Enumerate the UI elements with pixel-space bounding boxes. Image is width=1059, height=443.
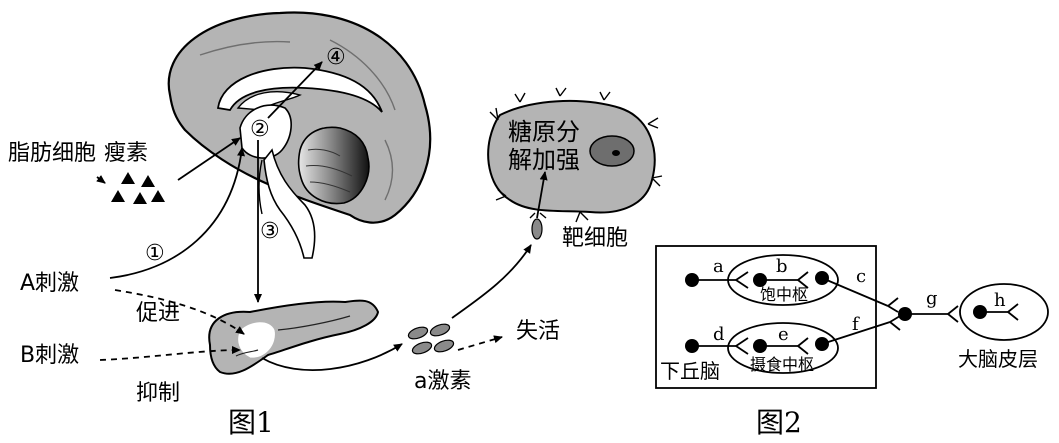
- hormone-a-particle: [411, 340, 433, 356]
- label-hypothalamus: 下丘脑: [660, 359, 720, 383]
- neuron-d-terminal: [736, 338, 748, 354]
- arrow-hormone-inactivate: [458, 337, 502, 350]
- leptin-triangle: [111, 190, 125, 202]
- neuron-a-body: [685, 273, 699, 287]
- hormone-a-particles: [407, 322, 455, 356]
- hormone-a-particle: [407, 325, 429, 341]
- caption-figure-1: 图1: [228, 406, 274, 439]
- neuron-g-terminal: [948, 306, 958, 322]
- bound-hormone: [532, 219, 542, 239]
- neuron-a-terminal: [736, 272, 748, 288]
- brain-illustration: [169, 12, 430, 258]
- letter-b: b: [776, 256, 788, 277]
- label-promote: 促进: [136, 301, 180, 326]
- cerebrum-shape: [169, 12, 430, 222]
- label-adipocyte: 脂肪细胞: [8, 141, 96, 166]
- neuron-c-body: [815, 271, 829, 285]
- neuron-e-body: [753, 339, 767, 353]
- hormone-a-particle: [433, 338, 455, 354]
- figure-2: a b c d e f g h 饱中枢 摄食中枢 下丘脑 大脑皮层 图2: [656, 246, 1048, 439]
- label-target-cell: 靶细胞: [562, 226, 628, 251]
- label-inactivate: 失活: [516, 319, 560, 344]
- neuron-g-body: [898, 307, 912, 321]
- neuron-d-body: [685, 339, 699, 353]
- letter-e: e: [778, 324, 789, 345]
- letter-h: h: [994, 290, 1006, 311]
- cortex-pathway: [888, 284, 1048, 340]
- nucleolus: [612, 150, 620, 156]
- leptin-triangle: [121, 172, 135, 184]
- marker-3: ③: [260, 219, 280, 244]
- label-cortex: 大脑皮层: [958, 347, 1038, 371]
- label-hormone-a: a激素: [414, 369, 471, 394]
- label-glycogen-line-2: 解加强: [508, 146, 580, 174]
- arrow-hormone-to-target: [452, 245, 531, 318]
- neuron-e-terminal: [798, 338, 808, 354]
- letter-g: g: [926, 288, 938, 309]
- label-feeding-center: 摄食中枢: [750, 355, 814, 374]
- caption-figure-2: 图2: [756, 406, 802, 439]
- label-leptin: 瘦素: [104, 141, 148, 166]
- arrow-path-1: [110, 148, 242, 278]
- label-satiety-center: 饱中枢: [760, 285, 808, 304]
- label-glycogen-line-1: 糖原分: [508, 118, 580, 146]
- cell-nucleus: [590, 136, 634, 166]
- letter-c: c: [856, 266, 866, 287]
- marker-4: ④: [326, 45, 346, 70]
- leptin-triangle: [133, 192, 147, 204]
- synapse-f-terminal: [890, 316, 900, 330]
- leptin-particles: [111, 172, 165, 204]
- pancreas-shape: [209, 301, 378, 374]
- letter-d: d: [713, 324, 725, 345]
- neuron-f-body: [815, 337, 829, 351]
- neuron-h-body: [973, 305, 987, 319]
- label-stim-a: A刺激: [20, 271, 79, 296]
- hormone-a-particle: [429, 322, 451, 338]
- leptin-triangle: [151, 190, 165, 202]
- label-inhibit: 抑制: [136, 381, 180, 406]
- arrow-adipocyte-to-leptin: [97, 177, 105, 183]
- pancreas-illustration: [209, 301, 378, 374]
- marker-1: ①: [145, 241, 165, 266]
- leptin-triangle: [141, 175, 155, 187]
- neuron-h-terminal: [1008, 304, 1018, 320]
- label-stim-b: B刺激: [20, 343, 79, 368]
- synapse-c-terminal: [888, 298, 898, 312]
- letter-a: a: [713, 256, 724, 277]
- figure-1: 脂肪细胞 瘦素 A刺激 促进 B刺激 抑制 a激素 失活 靶细胞 糖原分 解加强…: [8, 12, 662, 439]
- marker-2: ②: [250, 117, 270, 142]
